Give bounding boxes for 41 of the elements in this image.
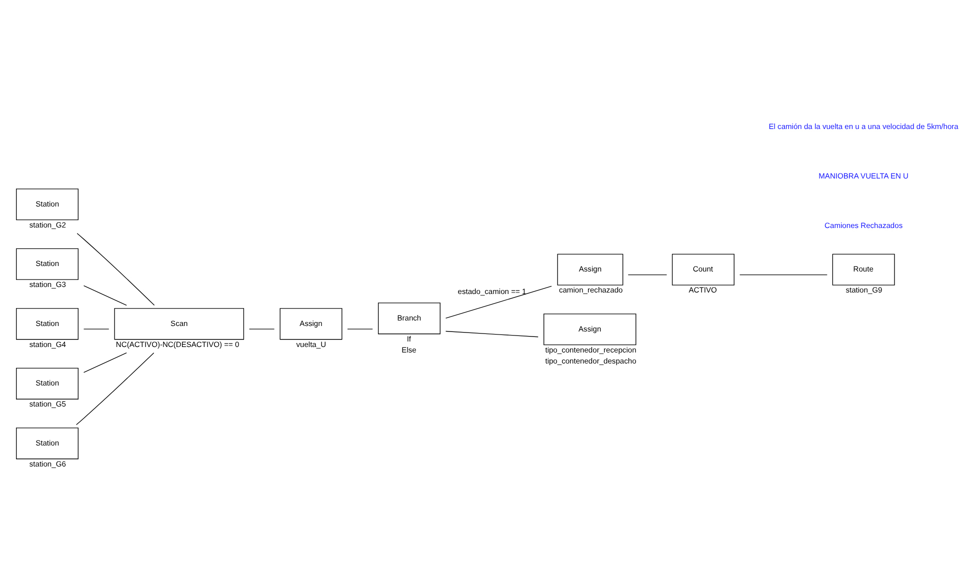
node-label: station_G9 (846, 286, 882, 295)
node-label: station_G2 (29, 220, 66, 230)
connector (83, 285, 127, 306)
node-label: vuelta_U (296, 340, 326, 349)
connector (76, 233, 155, 306)
label: El camión da la vuelta en u a una velocidad de 5km/hora (768, 122, 958, 132)
node-box: Station (16, 248, 79, 280)
node-label: tipo_contenedor_despacho (545, 356, 636, 366)
node-box: Assign (557, 254, 624, 286)
node-label: camion_rechazado (558, 286, 623, 295)
connector (83, 328, 110, 330)
node-label: station_G6 (29, 459, 66, 468)
connector (628, 274, 668, 276)
node-box: Assign (280, 308, 342, 340)
edge-label: estado_camion == 1 (458, 286, 526, 296)
node-label: tipo_contenedor_recepcion (545, 345, 636, 354)
node-box: Station (16, 368, 79, 400)
node-box: Count (672, 254, 734, 286)
connector (83, 352, 127, 373)
node-box: Station (16, 188, 79, 220)
node-box: Station (16, 428, 79, 460)
connector (739, 274, 828, 276)
node-box: Station (16, 308, 79, 340)
node-box: Branch (378, 302, 440, 334)
node-box: Scan (114, 308, 244, 340)
node-label: ACTIVO (688, 286, 717, 295)
node-label: station_G5 (29, 400, 66, 409)
connector (248, 328, 275, 330)
connector (445, 286, 552, 319)
node-box: Assign (544, 314, 636, 346)
node-box: Route (832, 254, 895, 286)
connector (445, 330, 538, 338)
connector (76, 352, 154, 426)
node-label: Else (402, 345, 416, 354)
node-label: station_G3 (29, 280, 66, 290)
label: Camiones Rechazados (824, 220, 903, 230)
node-label: NC(ACTIVO)-NC(DESACTIVO) == 0 (116, 340, 240, 349)
node-label: station_G4 (29, 340, 66, 349)
node-label: If (406, 334, 412, 344)
label: MANIOBRA VUELTA EN U (818, 171, 909, 180)
connector (347, 328, 373, 330)
